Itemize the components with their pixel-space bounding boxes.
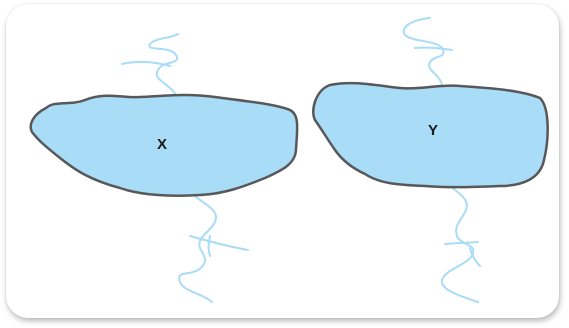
thread-x-top: [121, 33, 179, 96]
blob-y-label: Y: [428, 122, 438, 139]
thread-y-top: [402, 17, 453, 86]
thread-y-bottom: [440, 185, 481, 303]
blob-y-group: Y: [312, 17, 549, 303]
blob-y: [312, 81, 549, 189]
blob-x-group: X: [29, 33, 299, 303]
blob-x-label: X: [157, 136, 167, 153]
thread-x-bottom: [178, 195, 249, 303]
blob-x: [29, 93, 299, 197]
